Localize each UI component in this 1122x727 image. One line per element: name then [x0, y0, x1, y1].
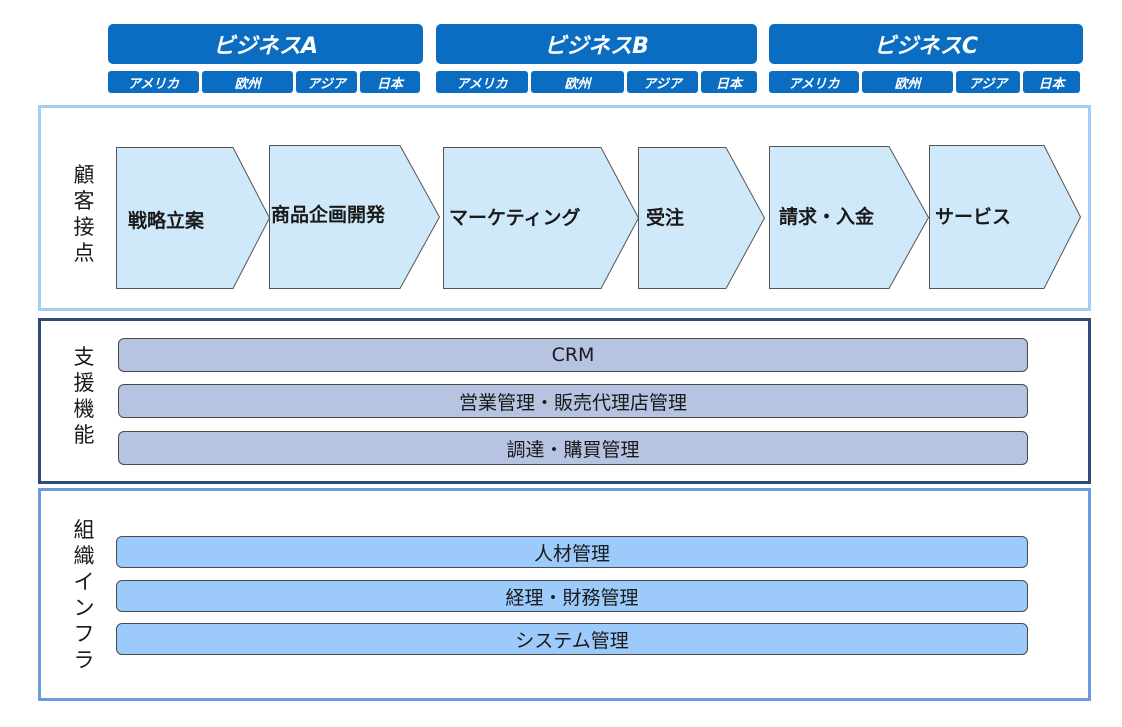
infra-bar-hr: 人材管理 [116, 536, 1028, 568]
process-step-billing: 請求・入金 [769, 146, 930, 289]
business-b-title: ビジネスB [436, 24, 757, 64]
process-step-strategy: 戦略立案 [116, 147, 271, 289]
business-a-regions: アメリカ 欧州 アジア 日本 [108, 71, 423, 93]
process-step-product-planning: 商品企画開発 [269, 145, 441, 289]
support-functions-panel [38, 318, 1091, 484]
region-japan: 日本 [701, 71, 757, 93]
process-step-label: 商品企画開発 [271, 203, 386, 226]
infra-bar-finance: 経理・財務管理 [116, 580, 1028, 612]
business-b-header: ビジネスB アメリカ 欧州 アジア 日本 [436, 24, 757, 93]
customer-contact-panel [38, 105, 1091, 311]
process-step-label: 請求・入金 [779, 206, 875, 228]
business-c-title: ビジネスC [769, 24, 1083, 64]
region-america: アメリカ [108, 71, 199, 93]
business-a-header: ビジネスA アメリカ 欧州 アジア 日本 [108, 24, 423, 93]
process-step-label: サービス [935, 205, 1012, 228]
process-step-label: 戦略立案 [128, 209, 205, 232]
infra-bar-system: システム管理 [116, 623, 1028, 655]
process-step-label: 受注 [646, 206, 685, 229]
region-europe: 欧州 [202, 71, 293, 93]
business-a-title: ビジネスA [108, 24, 423, 64]
region-asia: アジア [296, 71, 357, 93]
business-c-header: ビジネスC アメリカ 欧州 アジア 日本 [769, 24, 1083, 93]
infrastructure-label: 組織インフラ [73, 518, 95, 672]
region-america: アメリカ [769, 71, 859, 93]
process-step-order: 受注 [638, 147, 766, 289]
support-functions-label: 支援機能 [73, 345, 95, 447]
region-japan: 日本 [360, 71, 420, 93]
business-b-regions: アメリカ 欧州 アジア 日本 [436, 71, 757, 93]
support-bar-procurement: 調達・購買管理 [118, 431, 1028, 465]
business-c-regions: アメリカ 欧州 アジア 日本 [769, 71, 1083, 93]
process-step-marketing: マーケティング [443, 147, 640, 289]
region-america: アメリカ [436, 71, 528, 93]
customer-contact-label: 顧客接点 [73, 163, 95, 265]
region-europe: 欧州 [862, 71, 953, 93]
infrastructure-panel [38, 488, 1091, 701]
support-bar-sales: 営業管理・販売代理店管理 [118, 384, 1028, 418]
process-step-label: マーケティング [449, 206, 581, 229]
region-japan: 日本 [1023, 71, 1080, 93]
support-bar-crm: CRM [118, 338, 1028, 372]
region-asia: アジア [627, 71, 698, 93]
process-step-service: サービス [929, 145, 1082, 289]
region-asia: アジア [956, 71, 1020, 93]
region-europe: 欧州 [531, 71, 624, 93]
